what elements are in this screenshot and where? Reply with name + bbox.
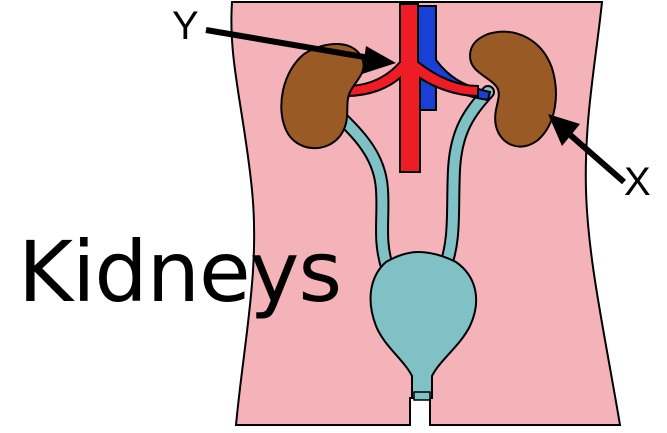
label-y: Y <box>172 6 199 46</box>
caption-kidneys: Kidneys <box>18 224 341 320</box>
urethra <box>414 392 430 400</box>
label-x: X <box>624 162 651 202</box>
